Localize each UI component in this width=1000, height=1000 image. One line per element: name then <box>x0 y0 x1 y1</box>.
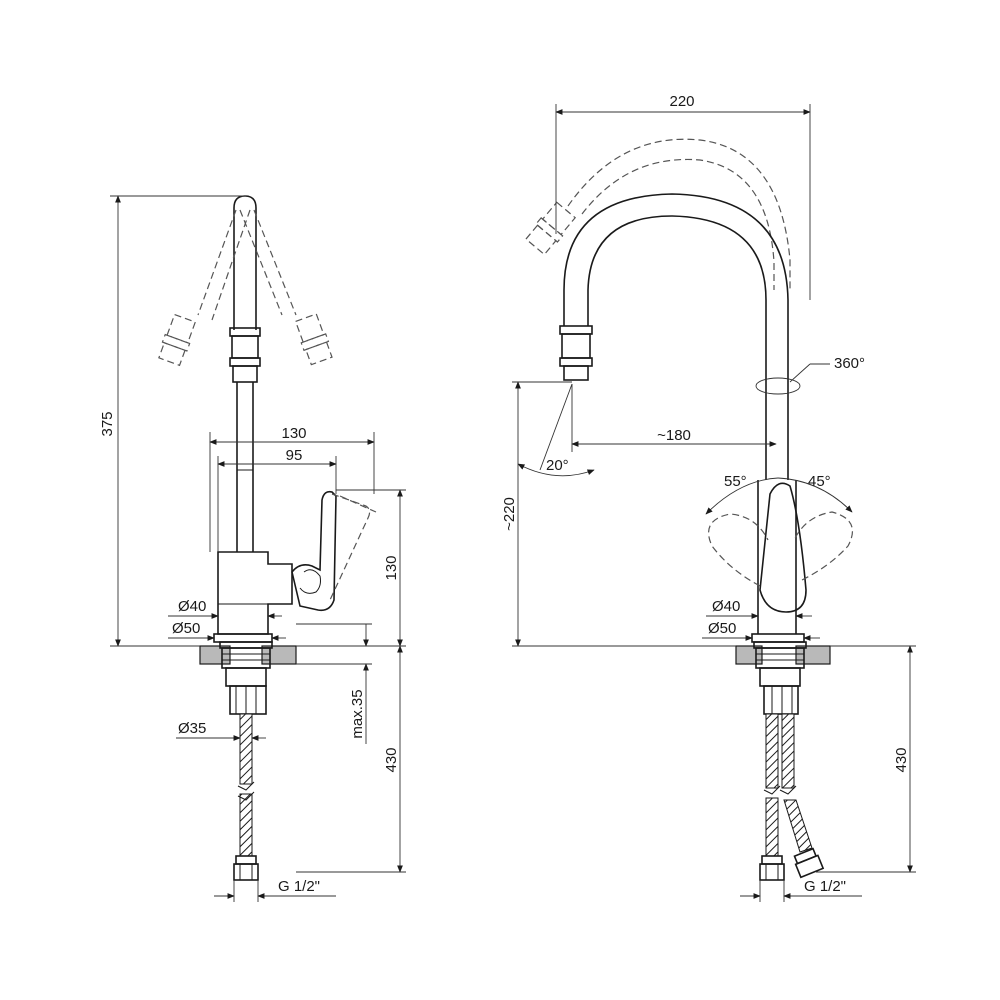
left-spout <box>229 195 261 552</box>
right-spout <box>559 193 789 480</box>
right-dimensions: 220 360° ~180 20° ~220 55° 45° <box>501 93 916 902</box>
dim-height-total: 375 <box>99 411 116 436</box>
dim-overall-width: 220 <box>669 93 694 110</box>
left-hose <box>233 713 259 881</box>
dim-swivel: 360° <box>834 355 865 372</box>
dia-base: Ø50 <box>172 620 200 637</box>
dim-lever-left: 55° <box>724 473 747 490</box>
thread-size-right: G 1/2" <box>804 878 846 895</box>
dim-hose-length-right: 430 <box>893 747 910 772</box>
dia-body: Ø40 <box>178 598 206 615</box>
right-view: 220 360° ~180 20° ~220 55° 45° <box>501 93 916 902</box>
left-base <box>199 633 297 715</box>
right-hoses <box>759 713 825 881</box>
thread-size: G 1/2" <box>278 878 320 895</box>
dim-spout-angle: 20° <box>546 457 569 474</box>
dia-base-right: Ø50 <box>708 620 736 637</box>
left-body <box>217 490 377 635</box>
dim-reach-lever: 130 <box>281 425 306 442</box>
dim-lever-right: 45° <box>808 473 831 490</box>
left-spout-dashed-positions <box>158 209 333 367</box>
right-base <box>735 633 831 715</box>
dim-spout-reach: ~180 <box>657 427 691 444</box>
left-dimensions: 375 130 95 130 Ø40 Ø50 <box>99 195 406 902</box>
dim-max-mount: max.35 <box>349 689 366 738</box>
dia-body-right: Ø40 <box>712 598 740 615</box>
dim-hose-length: 430 <box>383 747 400 772</box>
dia-thread: Ø35 <box>178 720 206 737</box>
dim-body-height: 130 <box>383 555 400 580</box>
left-view: 375 130 95 130 Ø40 Ø50 <box>99 195 406 902</box>
right-body <box>705 477 853 634</box>
dim-reach-body: 95 <box>286 447 303 464</box>
dim-spout-height: ~220 <box>501 497 518 531</box>
